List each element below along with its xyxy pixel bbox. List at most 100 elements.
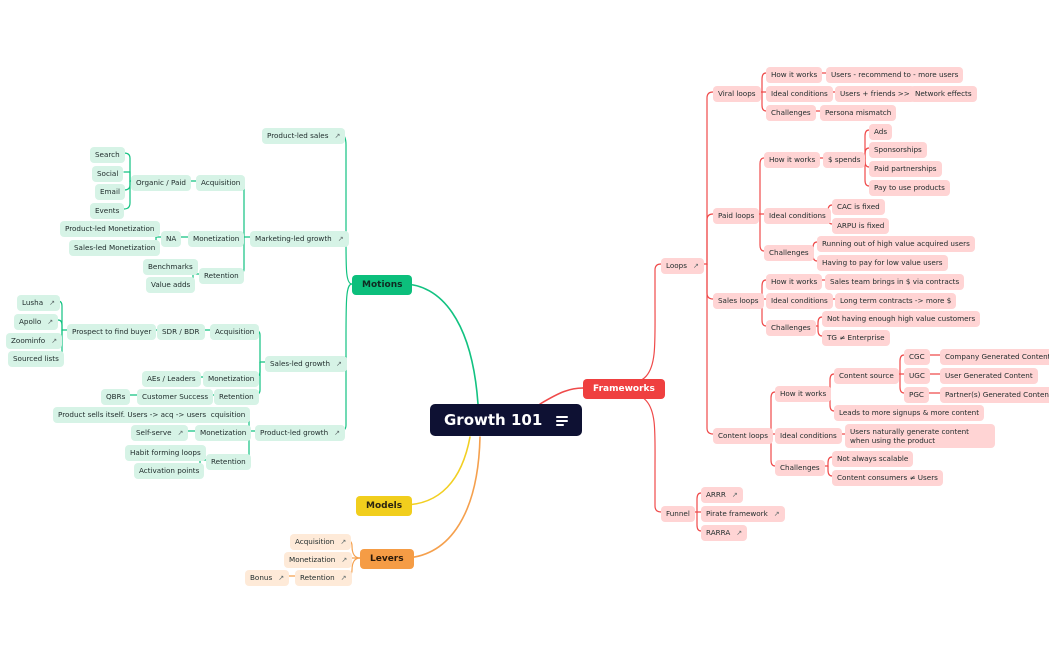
- lever-monetization[interactable]: Monetization↗: [284, 552, 353, 568]
- mlg-monetization[interactable]: Monetization: [188, 231, 245, 247]
- paid-ideal[interactable]: Ideal conditions: [764, 208, 831, 224]
- external-link-icon[interactable]: ↗: [337, 235, 344, 243]
- mlg-value-adds[interactable]: Value adds: [146, 277, 196, 293]
- content-cgc-full[interactable]: Company Generated Content: [940, 349, 1049, 365]
- branch-motions[interactable]: Motions: [352, 275, 413, 295]
- external-link-icon[interactable]: ↗: [336, 360, 342, 368]
- lever-bonus[interactable]: Bonus↗: [245, 570, 290, 586]
- paid-pay-low[interactable]: Having to pay for low value users: [817, 255, 948, 271]
- motion-product-led-growth[interactable]: Product-led growth↗: [255, 425, 346, 441]
- slg-sourced-lists[interactable]: Sourced lists: [8, 351, 64, 367]
- mlg-acquisition[interactable]: Acquisition: [196, 175, 246, 191]
- branch-levers[interactable]: Levers: [360, 549, 414, 569]
- paid-cac[interactable]: CAC is fixed: [832, 199, 885, 215]
- plg-habit-loops[interactable]: Habit forming loops: [125, 445, 206, 461]
- plg-product-sells[interactable]: Product sells itself. Users -> acq -> us…: [53, 407, 212, 423]
- external-link-icon[interactable]: ↗: [340, 538, 347, 546]
- viral-loops[interactable]: Viral loops: [713, 86, 761, 102]
- content-pgc[interactable]: PGC: [904, 387, 929, 403]
- viral-ideal-detail[interactable]: Users + friends >>: [835, 86, 915, 102]
- slg-customer-success[interactable]: Customer Success: [137, 389, 214, 405]
- content-pgc-full[interactable]: Partner(s) Generated Content: [940, 387, 1049, 403]
- funnel-pirate[interactable]: Pirate framework↗: [701, 506, 785, 522]
- mlg-pl-monetization[interactable]: Product-led Monetization: [60, 221, 160, 237]
- paid-partnerships[interactable]: Paid partnerships: [869, 161, 942, 177]
- paid-sponsorships[interactable]: Sponsorships: [869, 142, 927, 158]
- external-link-icon[interactable]: ↗: [731, 491, 738, 499]
- sales-how-detail[interactable]: Sales team brings in $ via contracts: [825, 274, 965, 290]
- content-cgc[interactable]: CGC: [904, 349, 930, 365]
- content-ideal[interactable]: Ideal conditions: [775, 428, 842, 444]
- motion-marketing-led-growth[interactable]: Marketing-led growth↗: [250, 231, 349, 247]
- mlg-social[interactable]: Social: [92, 166, 124, 182]
- paid-challenges[interactable]: Challenges: [764, 245, 814, 261]
- sales-tg[interactable]: TG ≠ Enterprise: [822, 330, 890, 346]
- sales-challenges[interactable]: Challenges: [766, 320, 816, 336]
- external-link-icon[interactable]: ↗: [334, 429, 341, 437]
- paid-running-out[interactable]: Running out of high value acquired users: [817, 236, 975, 252]
- branch-frameworks[interactable]: Frameworks: [583, 379, 665, 399]
- mlg-email[interactable]: Email: [95, 184, 125, 200]
- external-link-icon[interactable]: ↗: [278, 574, 285, 582]
- viral-network[interactable]: Network effects: [910, 86, 977, 102]
- sales-not-enough[interactable]: Not having enough high value customers: [822, 311, 981, 327]
- paid-ads[interactable]: Ads: [869, 124, 893, 140]
- external-link-icon[interactable]: ↗: [51, 337, 58, 345]
- content-ugc-full[interactable]: User Generated Content: [940, 368, 1038, 384]
- content-consumers[interactable]: Content consumers ≠ Users: [832, 470, 943, 486]
- content-loops[interactable]: Content loops: [713, 428, 773, 444]
- fw-loops[interactable]: Loops↗: [661, 258, 704, 274]
- content-challenges[interactable]: Challenges: [775, 460, 825, 476]
- sales-loops[interactable]: Sales loops: [713, 293, 764, 309]
- slg-aes-leaders[interactable]: AEs / Leaders: [142, 371, 201, 387]
- motion-product-led-sales[interactable]: Product-led sales↗: [262, 128, 346, 144]
- slg-zoominfo[interactable]: Zoominfo↗: [6, 333, 63, 349]
- slg-lusha[interactable]: Lusha↗: [17, 295, 61, 311]
- branch-models[interactable]: Models: [356, 496, 413, 516]
- slg-apollo[interactable]: Apollo↗: [14, 314, 59, 330]
- slg-qbrs[interactable]: QBRs: [101, 389, 131, 405]
- content-scalable[interactable]: Not always scalable: [832, 451, 914, 467]
- paid-loops[interactable]: Paid loops: [713, 208, 760, 224]
- paid-pay-products[interactable]: Pay to use products: [869, 180, 950, 196]
- plg-self-serve[interactable]: Self-serve↗: [131, 425, 189, 441]
- content-ideal-detail[interactable]: Users naturally generate content when us…: [845, 424, 995, 448]
- mlg-sl-monetization[interactable]: Sales-led Monetization: [69, 240, 161, 256]
- external-link-icon[interactable]: ↗: [340, 574, 347, 582]
- sales-ideal-detail[interactable]: Long term contracts -> more $: [835, 293, 957, 309]
- slg-retention[interactable]: Retention: [214, 389, 259, 405]
- mlg-organic-paid[interactable]: Organic / Paid: [131, 175, 191, 191]
- mlg-search[interactable]: Search: [90, 147, 125, 163]
- funnel-arrr[interactable]: ARRR↗: [701, 487, 743, 503]
- sales-how[interactable]: How it works: [766, 274, 823, 290]
- external-link-icon[interactable]: ↗: [334, 132, 341, 140]
- plg-retention[interactable]: Retention: [206, 454, 251, 470]
- external-link-icon[interactable]: ↗: [773, 510, 780, 518]
- external-link-icon[interactable]: ↗: [47, 318, 54, 326]
- viral-ideal[interactable]: Ideal conditions: [766, 86, 833, 102]
- lever-acquisition[interactable]: Acquisition↗: [290, 534, 352, 550]
- lever-retention[interactable]: Retention↗: [295, 570, 352, 586]
- viral-how-detail[interactable]: Users - recommend to - more users: [826, 67, 964, 83]
- content-how[interactable]: How it works: [775, 386, 832, 402]
- mlg-retention[interactable]: Retention: [199, 268, 244, 284]
- mlg-benchmarks[interactable]: Benchmarks: [143, 259, 198, 275]
- paid-arpu[interactable]: ARPU is fixed: [832, 218, 890, 234]
- mlg-na[interactable]: NA: [161, 231, 182, 247]
- content-leads[interactable]: Leads to more signups & more content: [834, 405, 985, 421]
- paid-spends[interactable]: $ spends: [823, 152, 866, 168]
- plg-activation[interactable]: Activation points: [134, 463, 205, 479]
- content-ugc[interactable]: UGC: [904, 368, 930, 384]
- fw-funnel[interactable]: Funnel: [661, 506, 695, 522]
- external-link-icon[interactable]: ↗: [736, 529, 743, 537]
- viral-how[interactable]: How it works: [766, 67, 823, 83]
- external-link-icon[interactable]: ↗: [177, 429, 184, 437]
- paid-how[interactable]: How it works: [764, 152, 821, 168]
- slg-sdr-bdr[interactable]: SDR / BDR: [157, 324, 205, 340]
- plg-monetization[interactable]: Monetization: [195, 425, 252, 441]
- funnel-rarra[interactable]: RARRA↗: [701, 525, 748, 541]
- slg-acquisition[interactable]: Acquisition: [210, 324, 260, 340]
- external-link-icon[interactable]: ↗: [341, 556, 348, 564]
- external-link-icon[interactable]: ↗: [49, 299, 56, 307]
- viral-challenges[interactable]: Challenges: [766, 105, 816, 121]
